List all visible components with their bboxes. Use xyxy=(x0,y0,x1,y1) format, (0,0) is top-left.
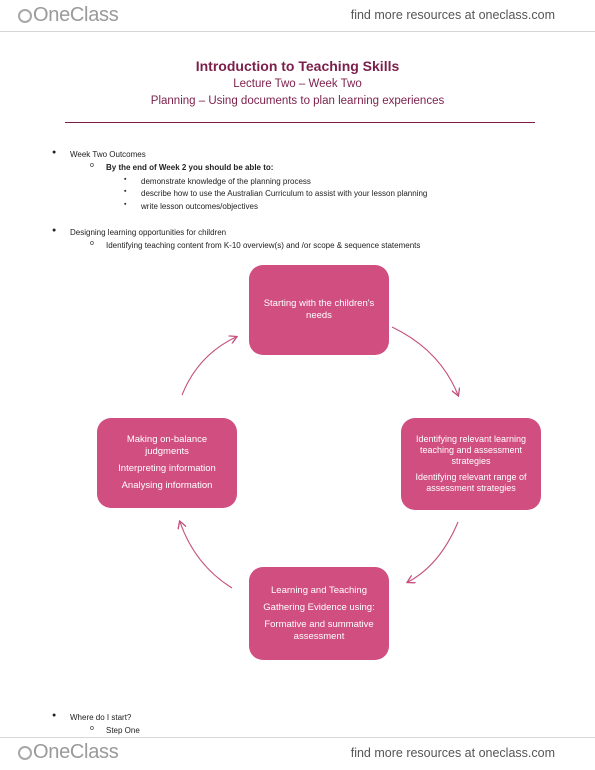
box-text: Starting with the children's needs xyxy=(263,298,375,321)
square-bullet-icon: ▪ xyxy=(124,176,127,183)
arrow-top-to-right xyxy=(391,326,458,395)
logo-text: OneClass xyxy=(33,741,119,763)
oneclass-logo[interactable]: OneClass xyxy=(18,741,119,764)
diagram-box-learning: Learning and Teaching Gathering Evidence… xyxy=(249,567,389,660)
box-text: Analysing information xyxy=(121,480,213,491)
lecture-subtitle: Lecture Two – Week Two xyxy=(233,78,362,90)
header-tagline[interactable]: find more resources at oneclass.com xyxy=(350,8,555,22)
circle-bullet-icon: o xyxy=(90,725,94,732)
bullet-icon: ● xyxy=(52,712,57,719)
title-divider xyxy=(65,122,535,123)
header-divider xyxy=(0,31,595,32)
document-title: Introduction to Teaching Skills xyxy=(195,58,400,74)
outcome-item: demonstrate knowledge of the planning pr… xyxy=(141,177,311,186)
diagram-box-judgments: Making on-balance judgments Interpreting… xyxy=(97,418,237,508)
box-text: Identifying relevant learning teaching a… xyxy=(415,434,527,466)
designing-heading: Designing learning opportunities for chi… xyxy=(70,228,227,237)
box-text: Learning and Teaching xyxy=(271,584,367,596)
arrow-left-to-top xyxy=(181,337,236,396)
box-text: Formative and summative assessment xyxy=(264,618,374,642)
diagram-box-strategies: Identifying relevant learning teaching a… xyxy=(401,418,541,510)
circle-bullet-icon: o xyxy=(90,162,94,169)
oneclass-logo[interactable]: OneClass xyxy=(18,4,119,27)
bullet-icon: ● xyxy=(52,227,57,234)
arrow-right-to-bottom xyxy=(408,521,459,582)
box-text: Making on-balance judgments xyxy=(126,434,208,457)
box-text: Gathering Evidence using: xyxy=(263,601,375,613)
diagram-box-needs: Starting with the children's needs xyxy=(249,265,389,355)
outcomes-heading: Week Two Outcomes xyxy=(70,150,146,159)
footer-divider xyxy=(0,737,595,738)
logo-icon xyxy=(18,8,32,23)
footer-tagline[interactable]: find more resources at oneclass.com xyxy=(350,746,555,760)
closing-question: Where do I start? xyxy=(70,713,132,722)
circle-bullet-icon: o xyxy=(90,240,94,247)
logo-icon xyxy=(18,745,32,760)
outcome-item: describe how to use the Australian Curri… xyxy=(141,189,428,198)
logo-text: OneClass xyxy=(33,4,119,26)
arrow-bottom-to-left xyxy=(180,522,233,589)
bullet-icon: ● xyxy=(52,149,57,156)
box-text: Interpreting information xyxy=(118,463,216,474)
square-bullet-icon: ▪ xyxy=(124,201,127,208)
outcome-item: write lesson outcomes/objectives xyxy=(141,202,258,211)
topic-subtitle: Planning – Using documents to plan learn… xyxy=(150,95,445,107)
box-text: Identifying relevant range of assessment… xyxy=(415,472,527,493)
outcomes-subheading: By the end of Week 2 you should be able … xyxy=(106,163,274,172)
designing-sub: Identifying teaching content from K-10 o… xyxy=(106,241,421,250)
square-bullet-icon: ▪ xyxy=(124,188,127,195)
closing-step: Step One xyxy=(106,726,140,735)
